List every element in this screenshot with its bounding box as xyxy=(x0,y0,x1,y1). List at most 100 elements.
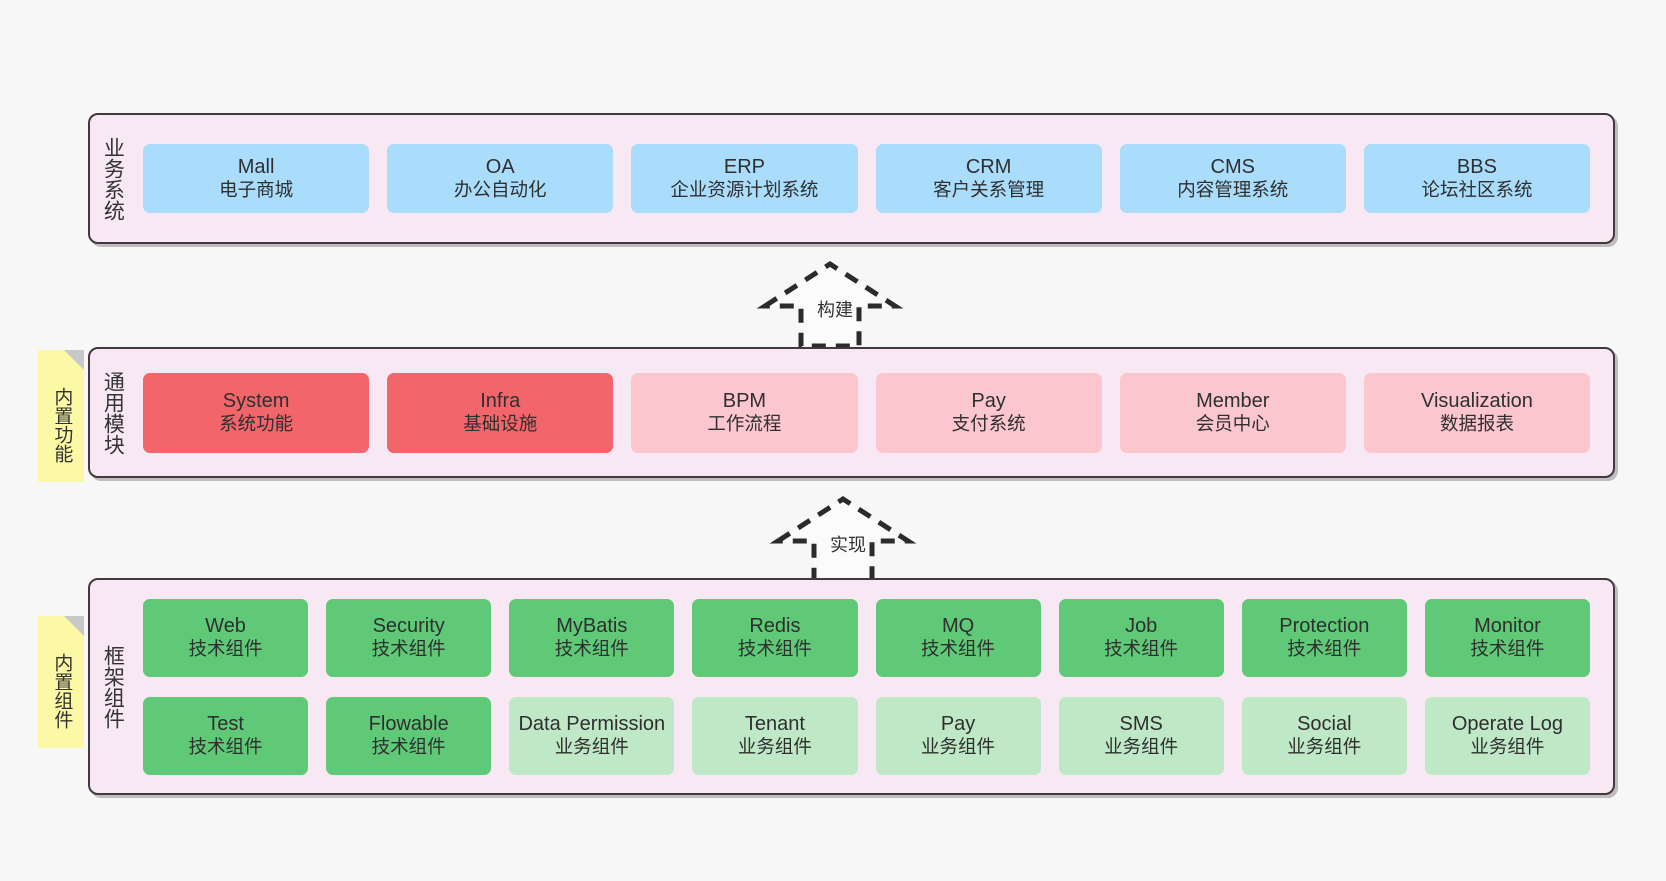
card-title: Tenant xyxy=(744,713,805,736)
card-sms[interactable]: SMS 业务组件 xyxy=(1058,696,1224,775)
card-title: Infra xyxy=(480,390,521,413)
card-subtitle: 论坛社区系统 xyxy=(1421,179,1533,201)
card-title: OA xyxy=(485,156,515,179)
card-title: Data Permission xyxy=(518,713,666,736)
card-operate-log[interactable]: Operate Log 业务组件 xyxy=(1424,696,1590,775)
card-subtitle: 业务组件 xyxy=(737,736,812,758)
layer-body-frame: Web 技术组件 Security 技术组件 MyBatis 技术组件 Redi… xyxy=(134,580,1613,793)
card-title: BPM xyxy=(722,390,767,413)
card-title: Pay xyxy=(971,390,1006,413)
card-subtitle: 会员中心 xyxy=(1195,413,1270,435)
layer-body-business: Mall 电子商城 OA 办公自动化 ERP 企业资源计划系统 CRM 客户关系… xyxy=(134,115,1613,242)
card-social[interactable]: Social 业务组件 xyxy=(1241,696,1407,775)
card-title: SMS xyxy=(1119,713,1163,736)
card-cms[interactable]: CMS 内容管理系统 xyxy=(1119,144,1346,213)
card-subtitle: 电子商城 xyxy=(219,179,294,201)
layer-common-modules: 通用模块 System 系统功能 Infra 基础设施 BPM 工作流程 Pay… xyxy=(88,347,1615,478)
layer-title-frame: 框架组件 xyxy=(101,644,125,729)
layer-framework-components: 框架组件 Web 技术组件 Security 技术组件 MyBatis 技术组件… xyxy=(88,578,1615,795)
note-fold-corner-icon xyxy=(64,616,84,636)
note-label: 内置组件 xyxy=(51,653,73,729)
card-subtitle: 系统功能 xyxy=(219,413,294,435)
card-subtitle: 技术组件 xyxy=(1470,638,1545,660)
card-subtitle: 工作流程 xyxy=(707,413,782,435)
card-title: Job xyxy=(1125,615,1158,638)
card-mq[interactable]: MQ 技术组件 xyxy=(875,598,1041,677)
card-job[interactable]: Job 技术组件 xyxy=(1058,598,1224,677)
card-title: Pay xyxy=(940,713,976,736)
card-subtitle: 技术组件 xyxy=(371,736,446,758)
card-subtitle: 客户关系管理 xyxy=(933,179,1045,201)
note-label: 内置功能 xyxy=(51,387,73,463)
card-subtitle: 技术组件 xyxy=(188,638,263,660)
card-erp[interactable]: ERP 企业资源计划系统 xyxy=(631,144,858,213)
card-title: CMS xyxy=(1210,156,1255,179)
card-title: Test xyxy=(207,713,244,736)
layer-body-common: System 系统功能 Infra 基础设施 BPM 工作流程 Pay 支付系统… xyxy=(134,349,1613,476)
card-system[interactable]: System 系统功能 xyxy=(143,372,370,453)
card-subtitle: 基础设施 xyxy=(463,413,538,435)
layer-title-business: 业务系统 xyxy=(101,136,125,221)
card-title: ERP xyxy=(723,156,765,179)
card-subtitle: 技术组件 xyxy=(737,638,812,660)
arrow-build-label: 构建 xyxy=(817,300,853,320)
card-title: Member xyxy=(1196,390,1270,413)
card-security[interactable]: Security 技术组件 xyxy=(326,598,492,677)
card-test[interactable]: Test 技术组件 xyxy=(143,696,309,775)
card-protection[interactable]: Protection 技术组件 xyxy=(1241,598,1407,677)
card-monitor[interactable]: Monitor 技术组件 xyxy=(1424,598,1590,677)
note-builtin-component: 内置组件 xyxy=(38,616,84,748)
card-mall[interactable]: Mall 电子商城 xyxy=(143,144,370,213)
card-web[interactable]: Web 技术组件 xyxy=(143,598,309,677)
card-title: MQ xyxy=(941,615,975,638)
card-subtitle: 内容管理系统 xyxy=(1177,179,1289,201)
card-title: Operate Log xyxy=(1451,713,1564,736)
card-title: MyBatis xyxy=(556,615,628,638)
card-pay-component[interactable]: Pay 业务组件 xyxy=(875,696,1041,775)
layer-title-common: 通用模块 xyxy=(101,370,125,455)
card-subtitle: 支付系统 xyxy=(951,413,1026,435)
card-member[interactable]: Member 会员中心 xyxy=(1119,372,1346,453)
card-flowable[interactable]: Flowable 技术组件 xyxy=(326,696,492,775)
card-title: Visualization xyxy=(1420,390,1533,413)
card-subtitle: 业务组件 xyxy=(1470,736,1545,758)
note-fold-corner-icon xyxy=(64,350,84,370)
card-title: Social xyxy=(1297,713,1352,736)
card-subtitle: 技术组件 xyxy=(554,638,629,660)
card-title: Monitor xyxy=(1474,615,1541,638)
card-tenant[interactable]: Tenant 业务组件 xyxy=(692,696,858,775)
card-bpm[interactable]: BPM 工作流程 xyxy=(631,372,858,453)
card-row-business: Test 技术组件 Flowable 技术组件 Data Permission … xyxy=(134,696,1599,775)
card-pay-module[interactable]: Pay 支付系统 xyxy=(875,372,1102,453)
card-subtitle: 业务组件 xyxy=(1104,736,1179,758)
card-subtitle: 技术组件 xyxy=(1287,638,1362,660)
card-subtitle: 技术组件 xyxy=(188,736,263,758)
card-infra[interactable]: Infra 基础设施 xyxy=(387,372,614,453)
card-subtitle: 业务组件 xyxy=(554,736,629,758)
card-oa[interactable]: OA 办公自动化 xyxy=(387,144,614,213)
card-row: System 系统功能 Infra 基础设施 BPM 工作流程 Pay 支付系统… xyxy=(134,372,1599,453)
card-data-permission[interactable]: Data Permission 业务组件 xyxy=(509,696,675,775)
card-subtitle: 办公自动化 xyxy=(454,179,547,201)
card-row-technical: Web 技术组件 Security 技术组件 MyBatis 技术组件 Redi… xyxy=(134,598,1599,677)
arrow-implement: 实现 xyxy=(768,493,918,585)
card-crm[interactable]: CRM 客户关系管理 xyxy=(875,144,1102,213)
card-title: Protection xyxy=(1279,615,1370,638)
card-title: Mall xyxy=(237,156,275,179)
card-subtitle: 技术组件 xyxy=(371,638,446,660)
card-visualization[interactable]: Visualization 数据报表 xyxy=(1363,372,1591,453)
card-mybatis[interactable]: MyBatis 技术组件 xyxy=(509,598,675,677)
card-subtitle: 企业资源计划系统 xyxy=(670,179,819,201)
arrow-build: 构建 xyxy=(755,258,905,350)
card-title: Security xyxy=(372,615,445,638)
card-title: Flowable xyxy=(368,713,449,736)
card-title: Redis xyxy=(749,615,801,638)
arrow-implement-label: 实现 xyxy=(830,535,866,555)
card-redis[interactable]: Redis 技术组件 xyxy=(692,598,858,677)
card-subtitle: 技术组件 xyxy=(1104,638,1179,660)
card-bbs[interactable]: BBS 论坛社区系统 xyxy=(1363,144,1591,213)
card-subtitle: 业务组件 xyxy=(921,736,996,758)
card-subtitle: 技术组件 xyxy=(921,638,996,660)
card-title: BBS xyxy=(1456,156,1497,179)
